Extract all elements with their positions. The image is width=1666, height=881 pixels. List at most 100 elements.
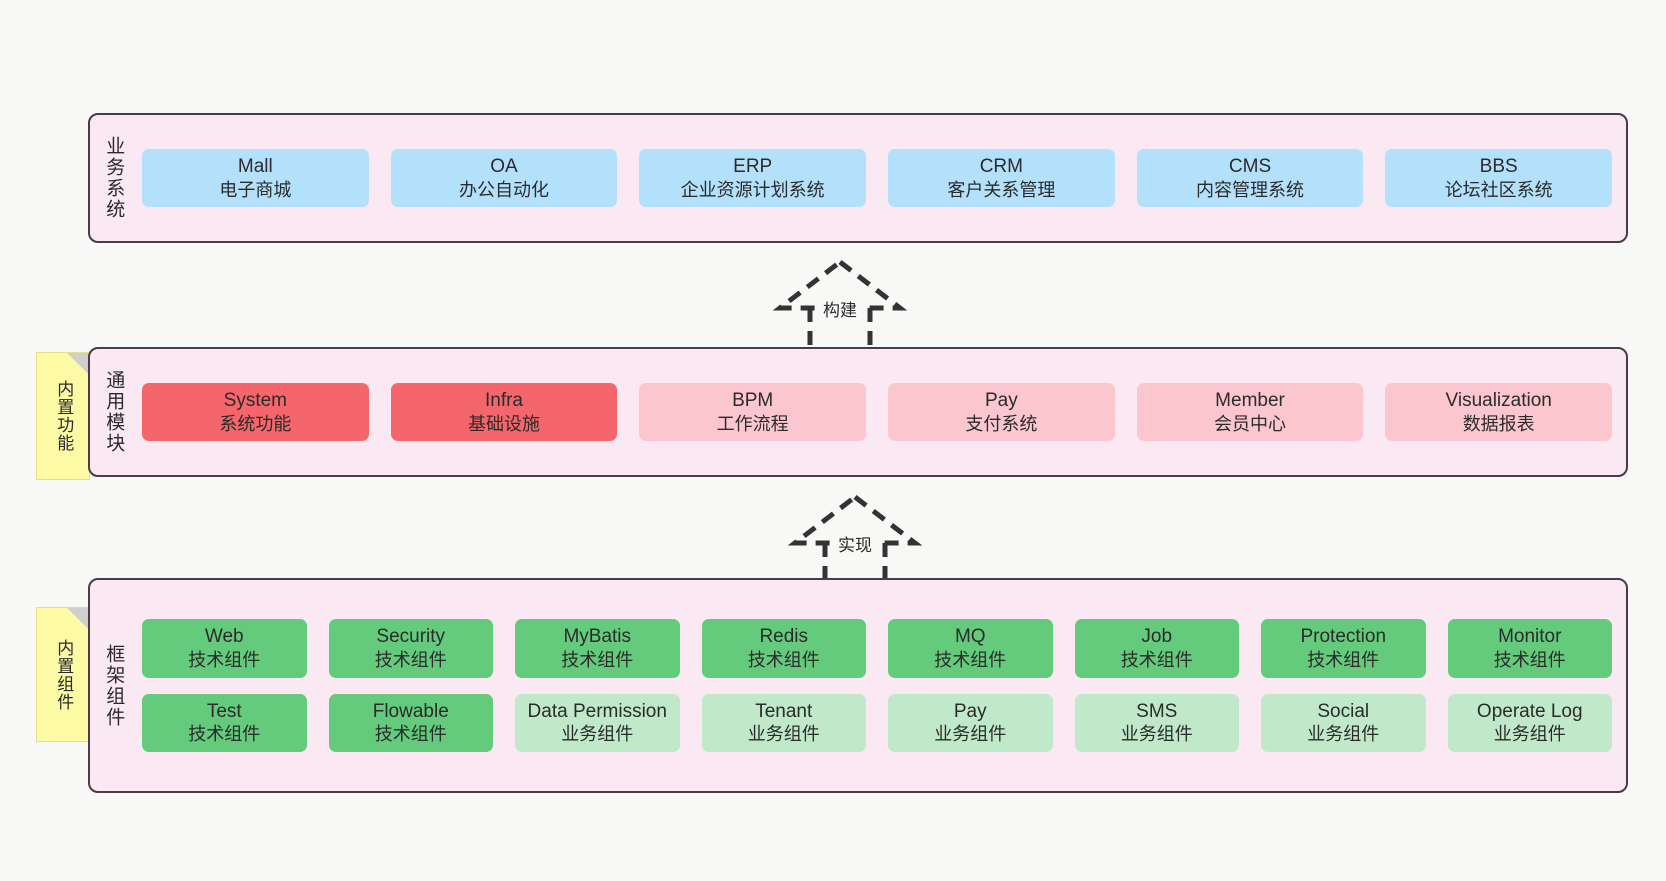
node-subtitle: 论坛社区系统: [1444, 179, 1553, 200]
node-title: System: [223, 389, 288, 411]
node-subtitle: 技术组件: [374, 724, 447, 745]
node-title: Infra: [484, 389, 524, 411]
arrowhead-triangle-icon: [787, 493, 923, 546]
node-cms[interactable]: CMS 内容管理系统: [1136, 148, 1364, 208]
node-tenant[interactable]: Tenant 业务组件: [701, 693, 866, 753]
node-data-permission[interactable]: Data Permission 业务组件: [515, 693, 680, 753]
node-redis[interactable]: Redis 技术组件: [701, 618, 866, 678]
node-job[interactable]: Job 技术组件: [1074, 618, 1239, 678]
connector-implement: 实现: [775, 493, 935, 585]
layer-row: Mall 电子商城 OA 办公自动化 ERP 企业资源计划系统 CRM 客户关系…: [142, 148, 1613, 208]
node-title: Social: [1317, 700, 1370, 722]
node-social[interactable]: Social 业务组件: [1261, 693, 1426, 753]
node-subtitle: 技术组件: [934, 649, 1007, 670]
node-title: Pay: [953, 700, 987, 722]
node-flowable[interactable]: Flowable 技术组件: [328, 693, 493, 753]
node-title: Mall: [237, 155, 273, 177]
connector-build: 构建: [760, 258, 920, 350]
node-mybatis[interactable]: MyBatis 技术组件: [515, 618, 680, 678]
node-member[interactable]: Member 会员中心: [1136, 382, 1364, 442]
node-visualization[interactable]: Visualization 数据报表: [1385, 382, 1613, 442]
node-title: Tenant: [755, 700, 813, 722]
node-subtitle: 业务组件: [1307, 724, 1380, 745]
arrow-shaft-icon: [807, 308, 873, 350]
node-subtitle: 办公自动化: [459, 179, 549, 200]
note-fold-icon: [67, 353, 89, 375]
node-title: Redis: [759, 625, 809, 647]
layer-label-common-module: 通用模块: [103, 370, 125, 454]
node-title: Test: [206, 700, 242, 722]
node-title: CMS: [1228, 155, 1272, 177]
node-title: Member: [1215, 389, 1285, 411]
node-title: MQ: [954, 625, 986, 647]
node-oa[interactable]: OA 办公自动化: [390, 148, 618, 208]
node-bbs[interactable]: BBS 论坛社区系统: [1385, 148, 1613, 208]
node-title: Security: [376, 625, 446, 647]
node-title: MyBatis: [563, 625, 632, 647]
node-title: Protection: [1300, 625, 1387, 647]
node-erp[interactable]: ERP 企业资源计划系统: [639, 148, 867, 208]
node-title: BPM: [732, 389, 774, 411]
node-title: Job: [1141, 625, 1173, 647]
node-subtitle: 技术组件: [374, 649, 447, 670]
node-web[interactable]: Web 技术组件: [142, 618, 307, 678]
node-protection[interactable]: Protection 技术组件: [1261, 618, 1426, 678]
node-subtitle: 业务组件: [1493, 724, 1566, 745]
node-bpm[interactable]: BPM 工作流程: [639, 382, 867, 442]
node-subtitle: 技术组件: [188, 724, 261, 745]
connector-label: 实现: [834, 531, 876, 556]
node-title: Visualization: [1445, 389, 1552, 411]
node-pay-component[interactable]: Pay 业务组件: [888, 693, 1053, 753]
node-mall[interactable]: Mall 电子商城: [142, 148, 369, 208]
connector-label: 构建: [819, 296, 861, 321]
layer-label-framework-component: 框架组件: [103, 643, 125, 728]
node-sms[interactable]: SMS 业务组件: [1074, 693, 1239, 753]
node-subtitle: 技术组件: [1493, 649, 1566, 670]
node-title: Operate Log: [1476, 700, 1583, 722]
node-title: ERP: [733, 155, 773, 177]
layer-body-framework-component: Web 技术组件 Security 技术组件 MyBatis 技术组件 Redi…: [136, 580, 1626, 791]
note-builtin-component: 内置组件: [36, 607, 90, 742]
node-security[interactable]: Security 技术组件: [328, 618, 493, 678]
note-fold-icon: [67, 608, 89, 630]
layer-framework-component: 框架组件 Web 技术组件 Security 技术组件 MyBatis 技术组件…: [88, 578, 1628, 793]
node-operate-log[interactable]: Operate Log 业务组件: [1447, 693, 1612, 753]
node-subtitle: 业务组件: [1120, 724, 1193, 745]
node-subtitle: 技术组件: [1307, 649, 1380, 670]
node-subtitle: 电子商城: [219, 179, 292, 200]
node-subtitle: 工作流程: [716, 413, 789, 434]
layer-business-system: 业务系统 Mall 电子商城 OA 办公自动化 ERP 企业资源计划系统 CRM…: [88, 113, 1628, 243]
note-text: 内置功能: [54, 380, 74, 452]
node-title: SMS: [1136, 700, 1178, 722]
layer-row: Test 技术组件 Flowable 技术组件 Data Permission …: [142, 693, 1612, 753]
node-subtitle: 企业资源计划系统: [680, 179, 825, 200]
node-subtitle: 技术组件: [747, 649, 820, 670]
node-subtitle: 技术组件: [561, 649, 634, 670]
node-system[interactable]: System 系统功能: [142, 382, 369, 442]
node-subtitle: 业务组件: [747, 724, 820, 745]
layer-row: Web 技术组件 Security 技术组件 MyBatis 技术组件 Redi…: [142, 618, 1612, 678]
node-subtitle: 内容管理系统: [1196, 179, 1305, 200]
node-title: OA: [490, 155, 518, 177]
node-mq[interactable]: MQ 技术组件: [888, 618, 1053, 678]
layer-row: System 系统功能 Infra 基础设施 BPM 工作流程 Pay 支付系统…: [142, 382, 1613, 442]
node-crm[interactable]: CRM 客户关系管理: [888, 148, 1115, 208]
node-subtitle: 基础设施: [468, 413, 540, 434]
node-title: Web: [204, 625, 244, 647]
layer-body-business-system: Mall 电子商城 OA 办公自动化 ERP 企业资源计划系统 CRM 客户关系…: [136, 115, 1626, 241]
node-subtitle: 支付系统: [965, 413, 1038, 434]
node-infra[interactable]: Infra 基础设施: [390, 382, 618, 442]
node-subtitle: 技术组件: [188, 649, 261, 670]
node-title: BBS: [1479, 155, 1518, 177]
node-subtitle: 技术组件: [1120, 649, 1193, 670]
node-subtitle: 系统功能: [219, 413, 292, 434]
node-subtitle: 业务组件: [934, 724, 1007, 745]
node-pay[interactable]: Pay 支付系统: [888, 382, 1115, 442]
note-builtin-feature: 内置功能: [36, 352, 90, 480]
note-text: 内置组件: [54, 638, 74, 711]
node-subtitle: 会员中心: [1214, 413, 1287, 434]
node-monitor[interactable]: Monitor 技术组件: [1447, 618, 1612, 678]
node-subtitle: 数据报表: [1462, 413, 1535, 434]
node-test[interactable]: Test 技术组件: [142, 693, 307, 753]
node-title: Monitor: [1498, 625, 1562, 647]
